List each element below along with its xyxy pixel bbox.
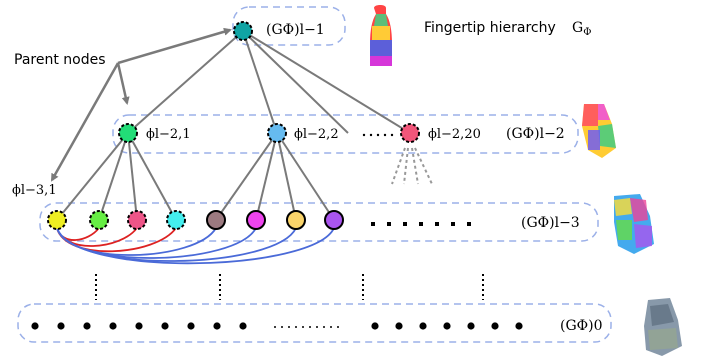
level-label-l2: (GΦ)l−2 — [506, 126, 565, 142]
level-label-top: (GΦ)l−1 — [266, 22, 325, 38]
node-l3-8 — [324, 210, 344, 230]
edge-l2-2-l3-8 — [276, 132, 335, 221]
edge-l2-2-l3-7 — [276, 132, 297, 221]
level-box-l3 — [39, 202, 599, 242]
arrow-to-top — [117, 27, 232, 65]
title-symbol: GΦ — [572, 20, 591, 38]
mesh-thumbnail-l0 — [644, 298, 682, 356]
node-l2-2 — [267, 123, 287, 143]
node-l3-1 — [47, 210, 67, 230]
mesh-thumbnail-l3 — [614, 194, 654, 254]
l3-ellipsis — [371, 222, 471, 226]
l0-leaves — [31, 322, 523, 330]
node-l2-20 — [400, 123, 420, 143]
arrow-to-l3 — [50, 62, 120, 182]
node-l3-6 — [246, 210, 266, 230]
edge-top-l2-20 — [242, 30, 411, 134]
top-edges — [127, 30, 411, 134]
blue-links — [56, 227, 335, 265]
level-box-l0 — [17, 303, 612, 343]
node-label-l2-2: ϕl−2,2 — [294, 127, 339, 142]
node-label-l2-20: ϕl−2,20 — [428, 127, 481, 142]
edge-l2-1-l3-1 — [56, 132, 129, 221]
l2-20-fan — [391, 147, 433, 185]
l2-edges — [56, 132, 335, 221]
edge-l2-1-l3-2 — [98, 132, 129, 221]
edge-l2-1-l3-4 — [127, 132, 177, 221]
node-l3-3 — [127, 210, 147, 230]
level-box-top — [232, 6, 346, 46]
title-label: Fingertip hierarchy — [424, 20, 556, 36]
edge-top-dots — [242, 30, 349, 134]
edge-l2-2-l3-5 — [215, 132, 278, 221]
arrow-to-l2 — [116, 62, 130, 105]
node-top — [233, 21, 253, 41]
red-links — [56, 227, 177, 253]
node-l2-1 — [118, 123, 138, 143]
l3-nodes — [47, 210, 344, 230]
node-l3-5 — [206, 210, 226, 230]
parent-nodes-label: Parent nodes — [14, 52, 106, 68]
edge-top-l2-1 — [127, 30, 244, 134]
node-label-l2-1: ϕl−2,1 — [146, 127, 191, 142]
l2-ellipsis — [362, 133, 394, 137]
l0-ellipsis — [274, 326, 339, 328]
edge-l2-1-l3-3 — [127, 132, 138, 221]
parent-arrows — [50, 27, 232, 182]
node-l3-7 — [286, 210, 306, 230]
level-label-l0: (GΦ)0 — [560, 318, 603, 334]
level0-connectors — [95, 274, 484, 300]
level-box-l2 — [112, 114, 579, 154]
edge-l2-2-l3-6 — [255, 132, 278, 221]
node-l3-4 — [166, 210, 186, 230]
mesh-thumbnail-l2 — [582, 104, 616, 158]
level-label-l3: (GΦ)l−3 — [521, 215, 580, 231]
node-l3-2 — [89, 210, 109, 230]
mesh-thumbnail-top — [370, 5, 392, 66]
node-label-l3-1: ϕl−3,1 — [12, 183, 57, 198]
edge-top-l2-2 — [242, 30, 278, 134]
